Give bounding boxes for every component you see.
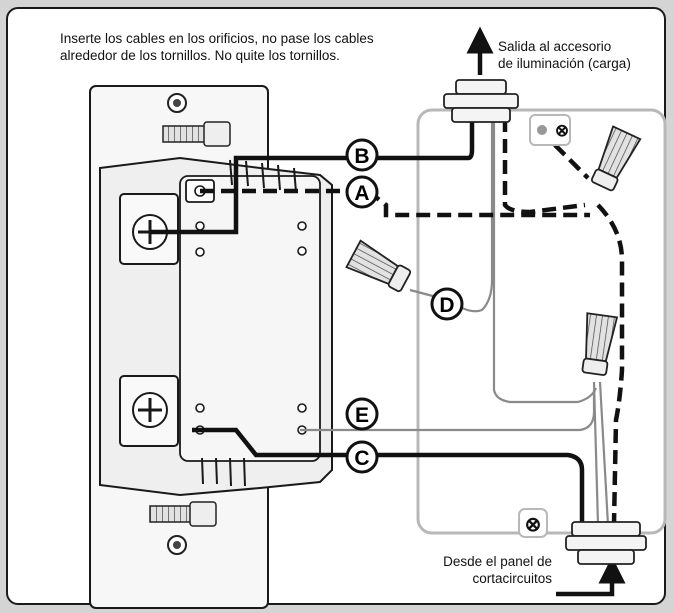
top-conduit-connector bbox=[443, 79, 519, 123]
instruction-line-2: alrededor de los tornillos. No quite los… bbox=[60, 48, 340, 63]
box-ground-mark: ⊗ bbox=[518, 508, 548, 538]
label-a-text: A bbox=[354, 182, 369, 205]
input-label: Desde el panel de cortacircuitos bbox=[412, 553, 552, 587]
wire-nut-top-right bbox=[590, 125, 642, 192]
ground-symbol-icon: ⊗ bbox=[525, 514, 542, 536]
junction-box bbox=[416, 108, 667, 535]
switch-device bbox=[99, 156, 333, 497]
label-b: B bbox=[345, 138, 379, 172]
output-label: Salida al accesorio de iluminación (carg… bbox=[498, 38, 631, 72]
ground-screw: ⊗ bbox=[529, 114, 571, 146]
label-c-text: C bbox=[354, 447, 369, 470]
input-line-2: cortacircuitos bbox=[472, 571, 552, 586]
instruction-text: Inserte los cables en los orificios, no … bbox=[60, 30, 374, 64]
output-line-2: de iluminación (carga) bbox=[498, 56, 631, 71]
input-line-1: Desde el panel de bbox=[443, 554, 552, 569]
label-a: A bbox=[345, 175, 379, 209]
label-e-text: E bbox=[355, 404, 369, 427]
wire-nut-bottom-right bbox=[581, 312, 619, 376]
label-e: E bbox=[345, 397, 379, 431]
bottom-conduit-connector bbox=[565, 521, 647, 565]
wire-nut-d bbox=[345, 239, 412, 293]
top-mounting-screw bbox=[162, 93, 231, 147]
gray-wires bbox=[300, 118, 610, 526]
instruction-line-1: Inserte los cables en los orificios, no … bbox=[60, 31, 374, 46]
bottom-mounting-screw bbox=[149, 501, 217, 555]
label-d-text: D bbox=[439, 294, 454, 317]
ground-symbol-icon: ⊗ bbox=[555, 121, 569, 140]
label-c: C bbox=[345, 440, 379, 474]
output-line-1: Salida al accesorio bbox=[498, 39, 612, 54]
label-b-text: B bbox=[354, 145, 369, 168]
label-d: D bbox=[430, 287, 464, 321]
